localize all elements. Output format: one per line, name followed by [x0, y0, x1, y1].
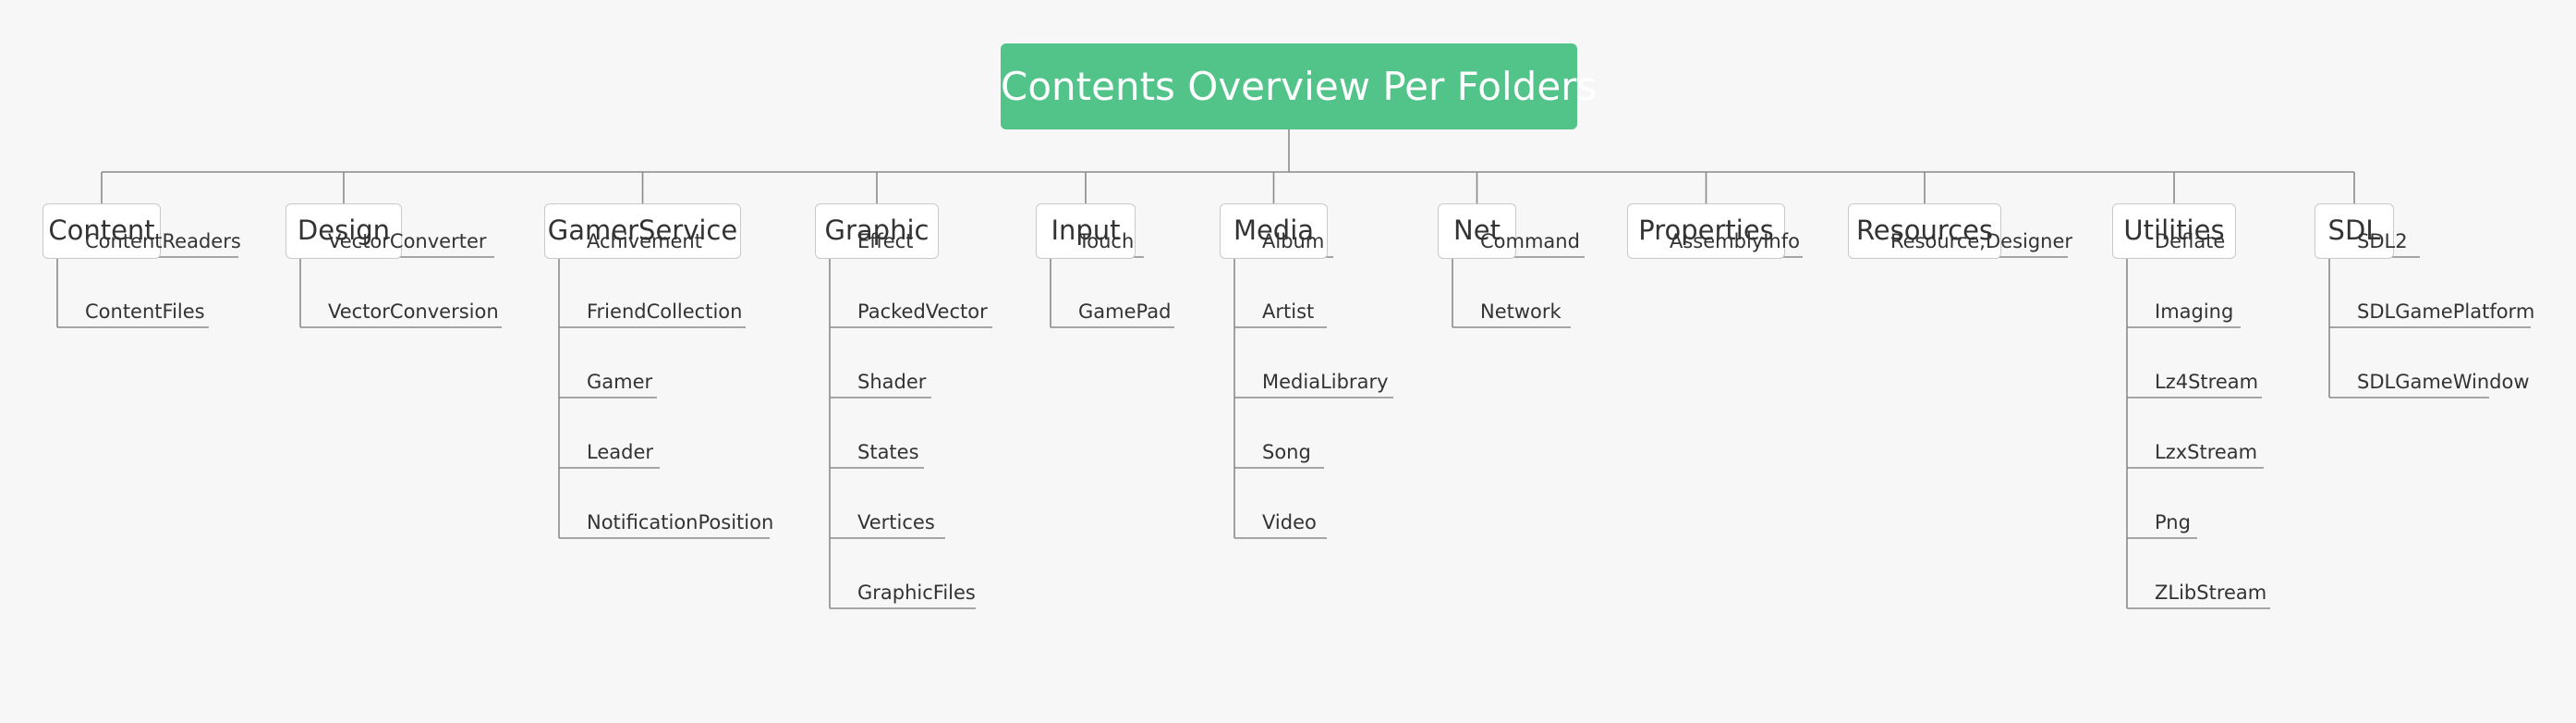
leaf-node[interactable]: GamePad: [1078, 300, 1172, 323]
leaf-node[interactable]: LzxStream: [2155, 441, 2258, 463]
leaf-node[interactable]: Network: [1480, 300, 1561, 323]
leaf-node[interactable]: SDLGameWindow: [2357, 371, 2530, 393]
category-node-content[interactable]: Content: [43, 203, 161, 259]
leaf-node[interactable]: VectorConversion: [328, 300, 499, 323]
leaf-node[interactable]: Deflate: [2155, 230, 2226, 252]
category-node-net[interactable]: Net: [1438, 203, 1516, 259]
leaf-node[interactable]: ContentReaders: [85, 230, 241, 252]
category-node-utilities[interactable]: Utilities: [2112, 203, 2236, 259]
leaf-node[interactable]: AssemblyInfo: [1670, 230, 1800, 252]
leaf-node[interactable]: Shader: [857, 371, 927, 393]
category-node-sdl[interactable]: SDL: [2315, 203, 2394, 259]
category-node-design[interactable]: Design: [286, 203, 402, 259]
category-node-input[interactable]: Input: [1036, 203, 1136, 259]
leaf-node[interactable]: States: [857, 441, 919, 463]
leaf-node[interactable]: Achivement: [587, 230, 702, 252]
leaf-node[interactable]: Artist: [1262, 300, 1315, 323]
leaf-node[interactable]: Command: [1480, 230, 1580, 252]
category-node-resources[interactable]: Resources: [1848, 203, 2001, 259]
leaf-node[interactable]: Vertices: [857, 511, 935, 533]
leaf-node[interactable]: Lz4Stream: [2155, 371, 2259, 393]
leaf-node[interactable]: SDL2: [2357, 230, 2408, 252]
leaf-node[interactable]: Video: [1262, 511, 1317, 533]
leaf-node[interactable]: Effect: [857, 230, 914, 252]
leaf-node[interactable]: GraphicFiles: [857, 582, 976, 604]
leaf-node[interactable]: Touch: [1078, 230, 1135, 252]
leaf-node[interactable]: Leader: [587, 441, 654, 463]
leaf-node[interactable]: NotificationPosition: [587, 511, 774, 533]
leaf-node[interactable]: MediaLibrary: [1262, 371, 1389, 393]
leaf-node[interactable]: Gamer: [587, 371, 653, 393]
leaf-node[interactable]: Album: [1262, 230, 1325, 252]
category-node-gamerservice[interactable]: GamerService: [544, 203, 741, 259]
leaf-node[interactable]: Song: [1262, 441, 1311, 463]
leaf-node[interactable]: PackedVector: [857, 300, 988, 323]
leaf-node[interactable]: Resource,Designer: [1890, 230, 2073, 252]
root-node-title[interactable]: Contents Overview Per Folders: [1001, 43, 1597, 129]
leaf-node[interactable]: FriendCollection: [587, 300, 743, 323]
leaf-node[interactable]: ZLibStream: [2155, 582, 2267, 604]
leaf-node[interactable]: SDLGamePlatform: [2357, 300, 2535, 323]
category-node-media[interactable]: Media: [1220, 203, 1328, 259]
leaf-node[interactable]: ContentFiles: [85, 300, 205, 323]
category-node-graphic[interactable]: Graphic: [815, 203, 939, 259]
leaf-node[interactable]: Png: [2155, 511, 2191, 533]
category-node-properties[interactable]: Properties: [1627, 203, 1785, 259]
leaf-node[interactable]: VectorConverter: [328, 230, 487, 252]
leaf-node[interactable]: Imaging: [2155, 300, 2234, 323]
